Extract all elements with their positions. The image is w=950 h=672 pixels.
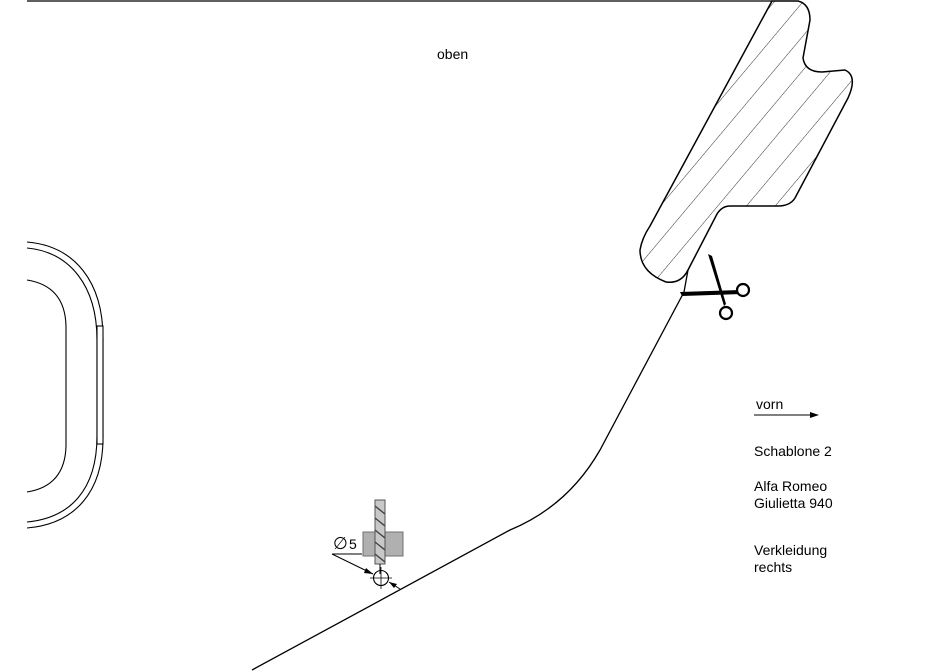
- diameter-symbol: ∅: [333, 535, 348, 552]
- trim-outline: [252, 270, 688, 670]
- left-opening-contour: [27, 242, 103, 528]
- diameter-value: 5: [349, 536, 357, 553]
- label-vehicle-line2: Giulietta 940: [754, 495, 833, 512]
- label-template: Schablone 2: [754, 443, 832, 460]
- label-top: oben: [437, 46, 468, 63]
- label-vehicle-line1: Alfa Romeo: [754, 478, 827, 495]
- label-part-line2: rechts: [754, 559, 792, 576]
- label-part-line1: Verkleidung: [754, 542, 827, 559]
- label-forward: vorn: [756, 396, 783, 413]
- diameter-leader: [332, 554, 400, 589]
- drill-hole-marker-icon: [370, 567, 392, 589]
- hatched-cutout-region: [640, 1, 852, 282]
- drill-bit-icon: [363, 500, 403, 574]
